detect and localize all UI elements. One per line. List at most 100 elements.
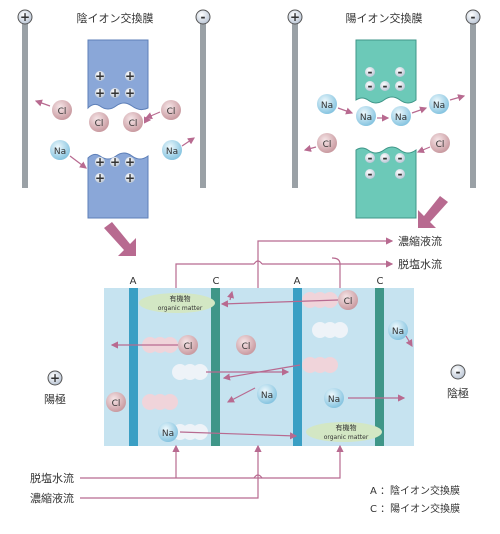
cl-ion-icon bbox=[106, 392, 126, 412]
cl-ion-icon bbox=[338, 290, 358, 310]
plus-terminal-icon bbox=[287, 9, 303, 25]
legend-a: A ：陰イオン交換膜 bbox=[370, 484, 460, 497]
desalted-outlet-label: 脱塩水流 bbox=[398, 257, 442, 271]
svg-text:Cl: Cl bbox=[323, 140, 332, 150]
svg-text:Na: Na bbox=[395, 113, 407, 123]
svg-text:+: + bbox=[125, 155, 135, 169]
na-ion-icon bbox=[162, 140, 182, 160]
membrane-a-1 bbox=[129, 288, 138, 446]
cathode-icon bbox=[450, 364, 466, 380]
legend-c: C ：陽イオン交換膜 bbox=[370, 502, 460, 515]
fixed-charges-upper: + + + + + bbox=[95, 69, 135, 100]
membrane-label-c: C bbox=[377, 276, 384, 287]
cl-ion-icon bbox=[317, 133, 337, 153]
svg-text:+: + bbox=[110, 155, 120, 169]
left-electrode-bar bbox=[22, 14, 28, 188]
cation-membrane-title: 陽イオン交換膜 bbox=[346, 11, 423, 25]
concentrate-outlet-label: 濃縮液流 bbox=[398, 234, 442, 248]
minus-terminal-icon bbox=[195, 9, 211, 25]
flow-piping bbox=[80, 237, 394, 499]
svg-text:+: + bbox=[95, 86, 105, 100]
desalted-inlet-label: 脱塩水流 bbox=[30, 471, 74, 485]
svg-text:-: - bbox=[398, 65, 403, 79]
na-ion-icon bbox=[257, 384, 277, 404]
membrane-label-a: A bbox=[294, 276, 301, 287]
svg-text:Cl: Cl bbox=[112, 399, 121, 409]
cl-ion-icon bbox=[178, 335, 198, 355]
membrane-label-c: C bbox=[213, 276, 220, 287]
svg-text:-: - bbox=[368, 151, 373, 165]
na-ion-icon bbox=[391, 106, 411, 126]
transition-arrows bbox=[104, 196, 448, 256]
ion-flow-arrows bbox=[303, 94, 466, 154]
svg-text:Na: Na bbox=[360, 113, 372, 123]
svg-text:Na: Na bbox=[261, 391, 273, 401]
svg-text:-: - bbox=[368, 79, 373, 93]
na-ion-icon bbox=[317, 94, 337, 114]
arrow-down-left-icon bbox=[418, 196, 448, 228]
cl-ion-label: Cl bbox=[129, 119, 138, 129]
cl-ion-icon bbox=[123, 112, 143, 132]
fixed-charges-upper: - - - - - bbox=[365, 65, 405, 93]
svg-text:Na: Na bbox=[321, 101, 333, 111]
cl-ion-icon bbox=[89, 112, 109, 132]
svg-text:organic matter: organic matter bbox=[324, 434, 369, 441]
cl-ion-label: Cl bbox=[95, 119, 104, 129]
svg-text:Cl: Cl bbox=[242, 342, 251, 352]
fixed-charges-lower: + + + + + bbox=[95, 155, 135, 185]
svg-text:Cl: Cl bbox=[436, 140, 445, 150]
na-ion-label: Na bbox=[54, 147, 66, 157]
cl-ion-label: Cl bbox=[58, 107, 67, 117]
membrane-a-2 bbox=[293, 288, 302, 446]
cl-ion-icon bbox=[52, 100, 72, 120]
cation-membrane-detail: + - 陽イオン交換膜 - - - - - - - - - - Na Na Na… bbox=[287, 9, 481, 219]
plus-terminal-icon bbox=[17, 9, 33, 25]
svg-text:有機物: 有機物 bbox=[336, 423, 357, 432]
svg-text:+: + bbox=[125, 86, 135, 100]
organic-matter-blob bbox=[306, 422, 382, 442]
plus-terminal-sign: + bbox=[20, 10, 30, 24]
svg-text:+: + bbox=[95, 155, 105, 169]
svg-text:有機物: 有機物 bbox=[170, 294, 191, 303]
cell-background bbox=[104, 288, 414, 446]
ion-flow-arrows bbox=[34, 99, 195, 169]
anion-membrane-detail: + - 陰イオン交換膜 + + + + + + + + + + Cl Cl Cl bbox=[17, 9, 211, 219]
na-ion-icon bbox=[324, 388, 344, 408]
svg-text:-: - bbox=[383, 79, 388, 93]
right-electrode-bar bbox=[470, 14, 476, 188]
svg-text:-: - bbox=[368, 167, 373, 181]
svg-text:-: - bbox=[398, 167, 403, 181]
na-ion-icon bbox=[50, 140, 70, 160]
cl-ion-icon bbox=[236, 335, 256, 355]
arrow-down-right-icon bbox=[104, 222, 136, 256]
cl-ion-label: Cl bbox=[167, 107, 176, 117]
svg-text:organic matter: organic matter bbox=[158, 305, 203, 312]
migration-arrows bbox=[110, 290, 413, 440]
na-ion-icon bbox=[356, 106, 376, 126]
svg-text:+: + bbox=[95, 69, 105, 83]
anode-icon bbox=[47, 370, 63, 386]
right-electrode-bar bbox=[200, 14, 206, 188]
membrane-c-2 bbox=[375, 288, 384, 446]
svg-text:Na: Na bbox=[162, 429, 174, 439]
svg-text:-: - bbox=[368, 65, 373, 79]
na-ion-icon bbox=[388, 320, 408, 340]
svg-text:-: - bbox=[471, 10, 476, 24]
cl-ion-icon bbox=[430, 133, 450, 153]
svg-text:+: + bbox=[125, 171, 135, 185]
svg-text:Cl: Cl bbox=[184, 342, 193, 352]
svg-text:+: + bbox=[50, 371, 60, 385]
svg-text:+: + bbox=[110, 86, 120, 100]
na-ion-icon bbox=[429, 94, 449, 114]
left-electrode-bar bbox=[292, 14, 298, 188]
svg-text:Cl: Cl bbox=[344, 297, 353, 307]
organic-matter-blob bbox=[139, 293, 215, 313]
svg-text:Na: Na bbox=[433, 101, 445, 111]
svg-text:-: - bbox=[398, 79, 403, 93]
cathode-label: 陰極 bbox=[447, 386, 469, 400]
na-ion-icon bbox=[158, 422, 178, 442]
svg-text:Na: Na bbox=[328, 395, 340, 405]
electrodialysis-cell: A C A C 有機物 organic matter 有機物 organic m… bbox=[44, 276, 469, 446]
svg-text:+: + bbox=[290, 10, 300, 24]
